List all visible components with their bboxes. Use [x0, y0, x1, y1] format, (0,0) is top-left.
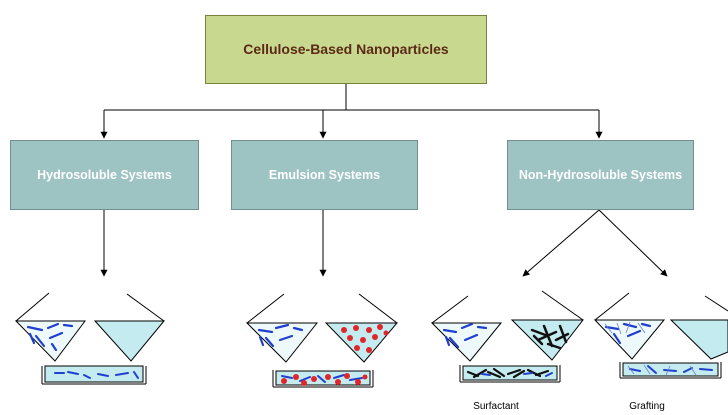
- grafting-tray: [619, 362, 722, 379]
- node-label: Emulsion Systems: [268, 167, 381, 182]
- root-node-label: Cellulose-Based Nanoparticles: [243, 41, 449, 57]
- emulsion-illustration: [245, 293, 399, 388]
- root-node-cellulose-nanoparticles: Cellulose-Based Nanoparticles: [205, 15, 487, 84]
- water-cone: [93, 293, 166, 362]
- water-cone: [669, 295, 728, 360]
- surfactant-tray: [459, 365, 561, 383]
- node-emulsion-systems: Emulsion Systems: [231, 140, 418, 210]
- node-label: Non-Hydrosoluble Systems: [518, 167, 683, 182]
- node-label: Hydrosoluble Systems: [37, 167, 172, 182]
- connector-lines: [100, 84, 668, 277]
- fiber-cone: [14, 292, 86, 362]
- emulsion-tray: [272, 370, 374, 388]
- grafting-illustration: [593, 292, 728, 379]
- polymer-cone: [510, 290, 585, 361]
- node-hydrosoluble-systems: Hydrosoluble Systems: [10, 140, 199, 210]
- droplet-cone: [324, 293, 399, 363]
- fiber-cone: [245, 293, 319, 363]
- arrow-nonh-right: [598, 209, 668, 277]
- surfactant-illustration: [430, 290, 585, 383]
- arrow-nonh-left: [522, 209, 600, 277]
- grafted-fiber-cone: [593, 292, 666, 360]
- hydrosoluble-illustration: [14, 292, 166, 385]
- caption-grafting: Grafting: [629, 401, 665, 412]
- caption-surfactant: Surfactant: [473, 401, 519, 412]
- mixed-tray: [41, 365, 147, 385]
- node-non-hydrosoluble-systems: Non-Hydrosoluble Systems: [507, 140, 694, 210]
- fiber-cone: [430, 295, 503, 362]
